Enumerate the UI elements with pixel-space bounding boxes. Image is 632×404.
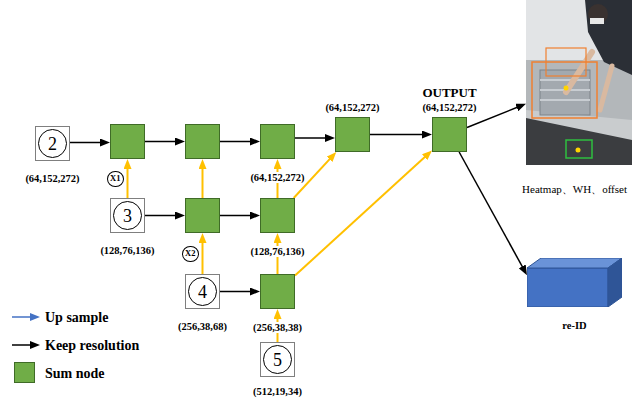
connectors [70, 106, 524, 342]
keep-resolution-arrow [220, 291, 254, 293]
dimension-label: (64,152,272) [24, 173, 80, 184]
label-slot: (64,152,272) [249, 167, 305, 185]
label-slot: 5 [261, 343, 294, 376]
upsample-sample [12, 316, 34, 318]
keep-resolution-arrow [70, 142, 104, 144]
label-slot: OUTPUT [421, 83, 477, 101]
scale-callout: X2 [182, 246, 198, 262]
keep-resolution-arrow [295, 137, 329, 139]
level-circle-outline [189, 278, 217, 306]
output-title: OUTPUT [421, 85, 477, 100]
legend-text: Keep resolution [45, 338, 139, 353]
reid-output-box: re-ID [527, 258, 622, 307]
level-circle-outline [39, 130, 67, 158]
detection-photo [526, 0, 632, 165]
keep-resolution-arrow [220, 141, 254, 143]
dimension-label: Heatmap、WH、offset [521, 183, 628, 195]
level-number: 2 [48, 135, 57, 153]
callout-text: X2 [185, 249, 195, 258]
legend-text: Sum node [45, 366, 105, 381]
input-feature-box: 4(256,38,68) [185, 274, 220, 309]
level-number: 3 [123, 207, 132, 225]
legend-swatch [14, 362, 35, 383]
dimension-label: (256,38,68) [177, 321, 228, 332]
label-slot: 4 [186, 275, 219, 308]
label-slot: re-ID [561, 315, 587, 333]
dimension-label: (256,38,38) [252, 322, 303, 333]
keep-resolution-arrow [145, 215, 179, 217]
sum-node: (64,152,272) [335, 117, 370, 152]
label-slot: 2 [36, 127, 69, 160]
reid-cuboid [527, 258, 622, 307]
dimension-label: (128,76,136) [99, 245, 155, 256]
legend-text: Up sample [45, 310, 108, 325]
dimension-label: (128,76,136) [249, 246, 305, 257]
legend-slot: Keep resolution [45, 336, 139, 354]
level-number: 5 [273, 351, 282, 369]
sum-node: (64,152,272) [260, 124, 295, 159]
dimension-label: (64,152,272) [324, 102, 380, 113]
upsample-arrow [202, 165, 204, 198]
cuboid-side [608, 258, 622, 307]
detection-output-panel: Heatmap、WH、offset [526, 0, 632, 165]
legend-slot: Up sample [45, 308, 108, 326]
level-number: 4 [198, 283, 207, 301]
input-feature-box: 3(128,76,136) [110, 198, 145, 233]
cuboid-front [527, 268, 608, 307]
level-circle-outline [114, 202, 142, 230]
keep-resolution-arrow [145, 141, 179, 143]
keep-resolution-arrow [220, 215, 254, 217]
legend-slot: Sum node [45, 364, 105, 382]
label-slot: (512,19,34) [252, 381, 303, 399]
dimension-label: (64,152,272) [421, 102, 477, 113]
sum-node [185, 124, 220, 159]
label-slot: (128,76,136) [99, 240, 155, 258]
input-feature-box: 2(64,152,272) [35, 126, 70, 161]
label-slot: 3 [111, 199, 144, 232]
label-slot: Heatmap、WH、offset [521, 179, 628, 197]
cuboid-top [527, 258, 622, 268]
level-circle-outline [264, 346, 292, 374]
label-slot: (64,152,272) [421, 97, 477, 115]
label-slot: (256,38,68) [177, 316, 228, 334]
keep-resolution-arrow [459, 152, 524, 270]
keep-resolution-arrow [370, 134, 426, 136]
keep-resolution-sample [12, 344, 34, 346]
sum-node [110, 124, 145, 159]
sum-node: (128,76,136) [260, 198, 295, 233]
dimension-label: (64,152,272) [249, 172, 305, 183]
upsample-arrow [127, 165, 129, 198]
label-slot: (256,38,38) [252, 317, 303, 335]
input-feature-box: 5(512,19,34) [260, 342, 295, 377]
dimension-label: (512,19,34) [252, 386, 303, 397]
callout-text: X1 [110, 174, 120, 183]
label-slot: (64,152,272) [24, 168, 80, 186]
label-slot: (64,152,272) [324, 97, 380, 115]
upsample-arrow [295, 155, 428, 276]
label-slot: (128,76,136) [249, 241, 305, 259]
sum-node: OUTPUT(64,152,272) [432, 117, 467, 152]
sum-node: (256,38,38) [260, 274, 295, 309]
legend-samples [12, 317, 34, 345]
dimension-label: re-ID [561, 320, 587, 331]
scale-callout: X1 [107, 171, 123, 187]
upsample-arrow [202, 239, 204, 274]
sum-node [185, 198, 220, 233]
